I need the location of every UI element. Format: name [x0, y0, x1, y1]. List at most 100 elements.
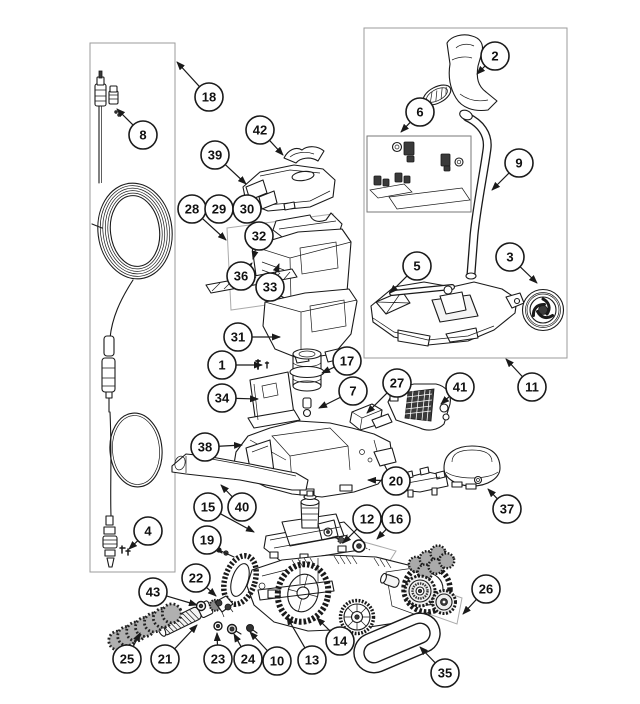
part-sketch-caddy-wheel [521, 288, 565, 332]
callout-balloon-21 [150, 644, 180, 674]
callout-13: 13 [286, 616, 327, 675]
callout-number-8: 8 [139, 128, 146, 143]
callout-leader-3 [519, 266, 538, 284]
part-sketch-left-track [221, 553, 259, 607]
callout-leader-39 [224, 164, 247, 185]
part-sketch-filter-cartridge-17 [289, 348, 325, 392]
callout-6: 6 [400, 97, 435, 133]
part-sketch-valve-7 [302, 397, 312, 418]
callout-number-7: 7 [349, 384, 356, 399]
callout-balloon-30 [232, 194, 262, 224]
callout-number-2: 2 [491, 49, 498, 64]
part-sketch-motor-block-15 [263, 490, 363, 563]
callout-number-36: 36 [234, 269, 248, 284]
callout-leader-34 [235, 395, 259, 403]
callout-9: 9 [491, 148, 534, 191]
callout-balloon-8 [128, 120, 158, 150]
callout-balloon-2 [480, 41, 510, 71]
callout-number-17: 17 [340, 354, 354, 369]
callout-number-15: 15 [201, 500, 215, 515]
callout-balloon-1 [207, 350, 237, 380]
callout-number-30: 30 [240, 202, 254, 217]
callout-leader-9 [491, 172, 510, 191]
callout-number-28: 28 [185, 202, 199, 217]
part-sketch-nut-23 [213, 621, 223, 631]
callout-number-3: 3 [506, 250, 513, 265]
callout-leader-7 [318, 396, 341, 409]
callout-leader-33 [272, 263, 280, 275]
callout-number-40: 40 [235, 500, 249, 515]
callout-balloon-34 [207, 383, 237, 413]
callout-number-9: 9 [515, 156, 522, 171]
callout-number-34: 34 [215, 391, 230, 406]
callout-balloon-41 [445, 372, 475, 402]
part-sketch-body-38 [233, 420, 397, 498]
callout-25: 25 [112, 632, 142, 674]
callout-leader-43 [166, 595, 198, 607]
callout-balloon-43 [138, 577, 168, 607]
callout-17: 17 [321, 346, 362, 376]
callout-leader-12 [342, 528, 358, 544]
callout-number-24: 24 [241, 652, 256, 667]
callout-leader-4 [128, 540, 139, 550]
part-sketch-panel-34 [247, 371, 301, 429]
callout-number-12: 12 [360, 512, 374, 527]
callout-leader-28 [201, 217, 227, 241]
callout-2: 2 [476, 41, 510, 75]
callout-leader-11 [505, 358, 523, 378]
part-sketch-belt-35 [353, 612, 441, 674]
callout-41: 41 [440, 372, 475, 405]
callout-number-10: 10 [270, 654, 284, 669]
part-sketch-float-cover-37 [443, 445, 501, 490]
callout-leader-17 [321, 366, 335, 374]
callout-balloon-31 [223, 322, 253, 352]
callout-number-29: 29 [212, 202, 226, 217]
callout-30: 30 [232, 194, 262, 224]
callout-leader-20 [367, 476, 383, 484]
callout-number-18: 18 [202, 90, 216, 105]
callout-40: 40 [220, 484, 257, 522]
callout-8: 8 [116, 108, 158, 150]
callout-balloon-40 [227, 492, 257, 522]
callout-number-5: 5 [413, 259, 420, 274]
callout-16: 16 [376, 504, 411, 540]
callout-balloon-37 [492, 494, 522, 524]
callout-leader-32 [251, 249, 259, 260]
callout-11: 11 [505, 358, 547, 402]
callout-number-31: 31 [231, 330, 245, 345]
callout-number-25: 25 [120, 652, 134, 667]
callout-27: 27 [366, 368, 412, 414]
callout-15: 15 [193, 492, 255, 533]
callout-22: 22 [181, 563, 217, 597]
callout-10: 10 [249, 631, 292, 676]
callout-balloon-26 [471, 574, 501, 604]
callout-5: 5 [389, 251, 432, 294]
part-sketch-chassis [246, 554, 447, 632]
callout-number-32: 32 [252, 229, 266, 244]
callout-19: 19 [192, 525, 223, 555]
callout-number-19: 19 [200, 533, 214, 548]
callout-number-6: 6 [416, 105, 423, 120]
callout-leader-27 [366, 392, 388, 414]
callout-leader-26 [462, 598, 477, 615]
callout-leader-6 [400, 121, 411, 133]
part-sketch-bolt-24 [226, 623, 242, 635]
callout-balloon-20 [381, 466, 411, 496]
callout-number-20: 20 [389, 474, 403, 489]
callout-number-41: 41 [453, 380, 467, 395]
callout-balloon-23 [203, 644, 233, 674]
callout-balloon-24 [233, 644, 263, 674]
part-sketch-brush-segment-26 [407, 544, 456, 581]
callout-42: 42 [245, 115, 284, 156]
callout-leader-13 [286, 616, 306, 649]
callout-leader-8 [116, 108, 134, 126]
part-sketch-top-cover [242, 164, 336, 212]
callout-balloon-25 [112, 644, 142, 674]
callout-number-13: 13 [305, 653, 319, 668]
callout-1: 1 [207, 350, 263, 380]
callout-balloon-10 [262, 646, 292, 676]
callout-leader-15 [220, 513, 255, 533]
callout-balloon-5 [402, 251, 432, 281]
callout-number-21: 21 [158, 652, 172, 667]
